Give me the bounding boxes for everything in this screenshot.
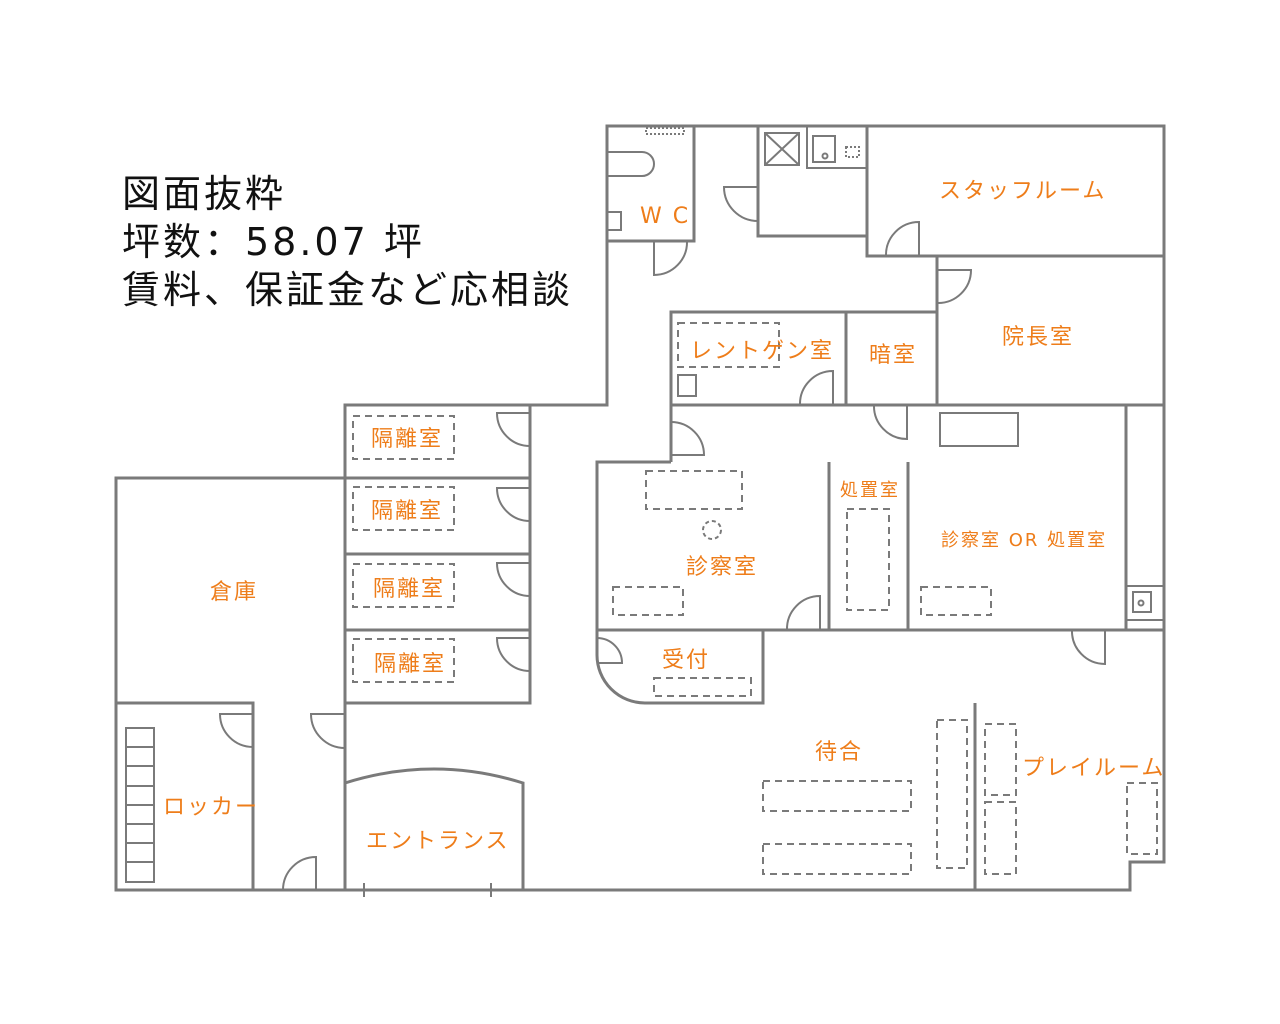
room-label-storage: 倉庫 [210, 580, 258, 605]
isolation-cage-3 [352, 563, 455, 608]
locker-rack [125, 727, 155, 883]
sink-icon [606, 211, 622, 231]
entrance-wall [344, 767, 525, 890]
sink-counter [806, 126, 867, 169]
xray-box [677, 374, 697, 397]
sink-basin-icon [812, 135, 836, 163]
room-label-exam: 診察室 [686, 555, 758, 580]
xray-equipment-outline [677, 322, 780, 368]
bench-outline-1 [762, 780, 912, 812]
shaft-cross [764, 132, 800, 166]
bench-outline-3 [936, 719, 968, 869]
room-label-isolation-2: 隔離室 [371, 499, 443, 524]
door-director [936, 269, 973, 305]
summary-title: 図面抜粋 [122, 172, 287, 216]
isolation-cage-1 [352, 415, 455, 460]
play-mat-outline-1 [984, 723, 1017, 796]
room-label-isolation-4: 隔離室 [374, 652, 446, 677]
wc-wall [607, 126, 696, 243]
desk-outline-2 [920, 586, 992, 616]
door-isolation-2 [495, 487, 531, 522]
sink-cabinet [1126, 585, 1164, 621]
entrance-door-marks [363, 883, 492, 897]
room-label-staff: スタッフルーム [939, 179, 1106, 204]
toilet-icon [607, 151, 655, 177]
drain-icon [1137, 599, 1145, 607]
door-isolation-1 [495, 412, 531, 447]
door-corridor [309, 713, 346, 749]
door-darkroom [872, 404, 908, 441]
play-mat-outline-3 [1126, 782, 1158, 855]
door-isolation-3 [495, 562, 531, 597]
summary-area: 坪数：58.07 坪 [122, 220, 425, 264]
xray-wall [669, 310, 1164, 462]
isolation-cage-2 [352, 486, 455, 531]
door-xray [798, 369, 834, 406]
door-exam [785, 594, 821, 631]
door-staff [884, 220, 920, 257]
room-label-wc: W C [640, 204, 690, 229]
stool-outline [702, 520, 722, 540]
room-label-reception: 受付 [662, 648, 710, 673]
floor-plan-summary: 図面抜粋 坪数：58.07 坪 賃料、保証金など応相談 [122, 170, 573, 314]
door-reception [596, 637, 624, 664]
summary-terms: 賃料、保証金など応相談 [122, 268, 574, 312]
sink-basin-icon [1132, 591, 1152, 613]
door-exam-top [670, 421, 706, 456]
reception-counter-outline [653, 677, 752, 697]
bench-outline-2 [762, 843, 912, 875]
isolation-walls [345, 405, 532, 705]
door-isolation-4 [495, 637, 531, 672]
door-locker [218, 713, 254, 748]
exam-table-outline [645, 470, 743, 510]
shaft-icon [764, 132, 800, 166]
room-label-treatment: 処置室 [840, 480, 900, 501]
exam-wall [595, 405, 1164, 655]
room-label-waiting: 待合 [815, 740, 863, 765]
room-label-locker: ロッカー [163, 795, 259, 820]
isolation-cage-4 [352, 638, 455, 683]
door-utility [722, 186, 759, 222]
room-label-darkroom: 暗室 [869, 343, 917, 368]
storage-wall [116, 405, 347, 890]
appliance-outline [845, 146, 860, 158]
utility-wall [756, 126, 867, 238]
room-label-exam-or-treatment: 診察室 OR 処置室 [941, 530, 1107, 551]
play-mat-outline-2 [984, 801, 1017, 875]
desk-outline [612, 586, 684, 616]
treatment-table-outline [846, 508, 890, 611]
door-back [282, 855, 317, 891]
staff-wall [865, 126, 1164, 258]
shelf-outline [645, 127, 685, 135]
door-hall [1070, 629, 1106, 666]
reception-wall [595, 630, 765, 705]
room-label-xray: レントゲン室 [690, 339, 834, 364]
room-label-entrance: エントランス [366, 829, 510, 854]
drain-icon [821, 152, 829, 160]
room-label-playroom: プレイルーム [1022, 756, 1165, 781]
room-label-director: 院長室 [1002, 325, 1074, 350]
room-label-isolation-1: 隔離室 [371, 427, 443, 452]
room-label-isolation-3: 隔離室 [373, 577, 445, 602]
counter-box [939, 412, 1019, 447]
door-wc [653, 240, 689, 277]
